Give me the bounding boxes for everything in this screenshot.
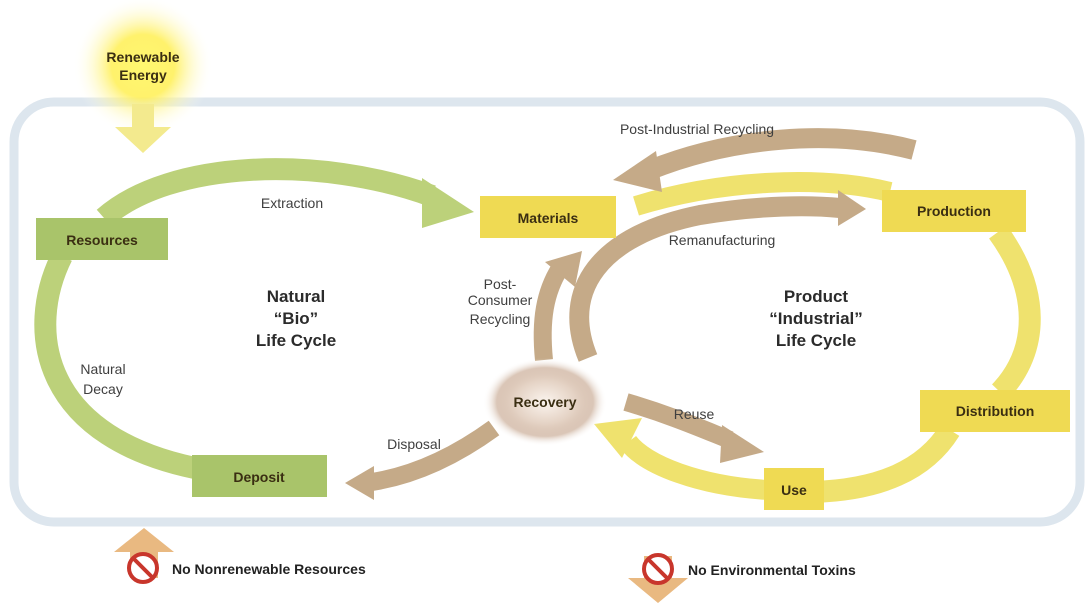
resources-label: Resources [66,232,138,248]
disposal-arrow [370,420,500,491]
production-to-distribution-arc [988,225,1041,400]
disposal-label: Disposal [387,436,441,452]
reuse-arrow [623,393,734,449]
materials-label: Materials [518,210,579,226]
energy-input-arrow [115,104,171,153]
natural-decay-label-line1: Natural [80,361,125,377]
natural-cycle-title-line2: “Bio” [274,309,318,328]
use-to-recovery-arrowhead [594,418,642,458]
production-label: Production [917,203,991,219]
post-consumer-label-line3: Recycling [470,311,531,327]
resources-node: Resources [36,218,168,260]
deposit-node: Deposit [192,455,327,497]
recovery-node: Recovery [513,394,576,410]
reuse-label: Reuse [674,406,715,422]
use-to-recovery-arrow [619,435,769,500]
disposal-arrowhead [345,466,374,500]
use-label: Use [781,482,807,498]
remanufacturing-arrowhead [838,190,866,226]
energy-glow [73,0,213,136]
natural-cycle-title-line3: Life Cycle [256,331,336,350]
prohibit-icon [127,552,159,584]
post-industrial-recycling-label: Post-Industrial Recycling [620,121,774,137]
natural-cycle-title-line1: Natural [267,287,326,306]
remanufacturing-arrow [569,196,841,362]
distribution-label: Distribution [956,403,1035,419]
production-node: Production [882,190,1026,232]
post-consumer-recycling-arrow [533,263,568,361]
energy-label-line1: Renewable [106,49,179,65]
distribution-to-use-arc [811,423,960,503]
extraction-arrow [96,158,436,227]
materials-to-production-arc [633,172,893,216]
industrial-cycle-title-line2: “Industrial” [769,309,863,328]
post-industrial-recycling-arrow [646,128,917,180]
no-toxins-label: No Environmental Toxins [688,562,856,578]
deposit-label: Deposit [233,469,285,485]
energy-label-line2: Energy [119,67,167,83]
post-consumer-recycling-arrowhead [545,251,582,287]
post-consumer-label-line1: Post- [484,276,517,292]
no-nonrenewable-label: No Nonrenewable Resources [172,561,366,577]
industrial-cycle-title-line1: Product [784,287,849,306]
industrial-cycle-title-line3: Life Cycle [776,331,856,350]
natural-decay-arc [34,251,207,481]
post-industrial-recycling-arrowhead [613,151,662,192]
distribution-node: Distribution [920,390,1070,432]
natural-decay-label-line2: Decay [83,381,123,397]
system-boundary [9,97,1085,527]
reuse-arrowhead [720,425,764,463]
extraction-label: Extraction [261,195,323,211]
extraction-arrowhead [422,178,474,228]
materials-node: Materials [480,196,616,238]
use-node: Use [764,468,824,510]
recovery-glow [483,358,607,446]
post-consumer-label-line2: Consumer [468,292,533,308]
prohibit-icon [642,553,674,585]
remanufacturing-label: Remanufacturing [669,232,776,248]
